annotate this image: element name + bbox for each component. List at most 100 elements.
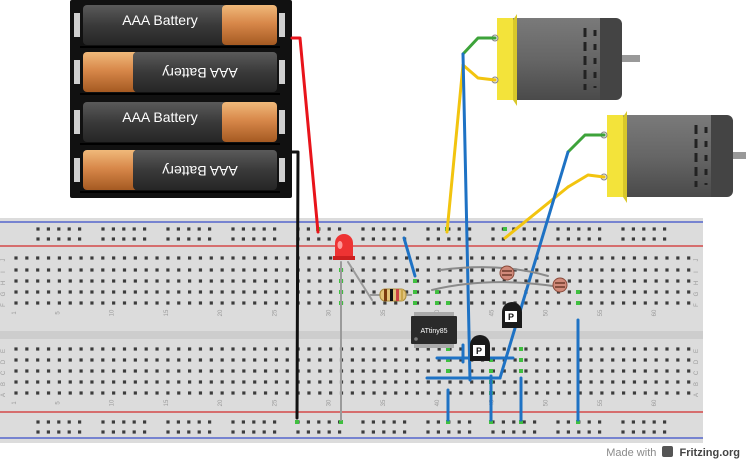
column-number: 45 <box>489 309 495 316</box>
grid-hole <box>329 301 333 305</box>
grid-hole <box>513 279 517 283</box>
rail-hole <box>122 237 126 241</box>
rail-hole <box>306 420 310 424</box>
wire-black-battery-negative[interactable] <box>290 150 300 420</box>
grid-hole <box>14 358 18 362</box>
footer-brand-link[interactable]: Fritzing.org <box>679 447 741 459</box>
grid-hole <box>57 268 61 272</box>
grid-hole <box>329 290 333 294</box>
wire-red-battery-positive[interactable] <box>290 36 320 234</box>
grid-hole <box>350 279 354 283</box>
grid-hole <box>188 279 192 283</box>
grid-hole <box>209 279 213 283</box>
grid-hole <box>133 380 137 384</box>
wire-blue-jumper-top[interactable] <box>402 236 417 278</box>
rail-hole <box>426 420 430 424</box>
rail-hole <box>382 227 386 231</box>
grid-hole <box>25 279 29 283</box>
resistor[interactable] <box>370 288 412 302</box>
wire-motor-1-blue[interactable] <box>461 52 472 382</box>
wire-motor-2-blue[interactable] <box>498 150 570 380</box>
grid-hole <box>524 380 528 384</box>
rail-hole <box>306 227 310 231</box>
grid-hole <box>372 358 376 362</box>
grid-hole <box>68 369 72 373</box>
connected-hole <box>446 301 450 305</box>
grid-hole <box>654 268 658 272</box>
grid-hole <box>361 268 365 272</box>
grid-hole <box>198 391 203 395</box>
rail-hole <box>642 237 646 241</box>
grid-hole <box>112 347 116 351</box>
grid-hole <box>415 268 420 272</box>
grid-hole <box>546 268 550 272</box>
grid-hole <box>600 380 604 384</box>
rail-hole <box>327 420 331 424</box>
rail-hole <box>457 237 461 241</box>
led[interactable] <box>333 234 355 260</box>
grid-hole <box>448 290 452 294</box>
transistor-1[interactable]: P <box>470 335 490 361</box>
attiny85-chip[interactable]: ATtiny85 <box>411 312 457 348</box>
rail-hole <box>132 430 136 434</box>
column-number: 15 <box>164 399 170 406</box>
rail-hole <box>436 227 440 231</box>
motor-1-endcap <box>600 18 622 100</box>
chip-pins-top <box>414 312 454 317</box>
wire-motor-1-yellow-lead[interactable] <box>461 63 497 82</box>
motor-2-body <box>619 115 727 197</box>
grid-hole <box>209 268 213 272</box>
grid-hole <box>198 279 203 283</box>
grid-hole <box>220 301 224 305</box>
grid-hole <box>632 369 637 373</box>
rail-hole <box>512 237 516 241</box>
grid-hole <box>231 256 235 260</box>
wire-grey-led-resistor[interactable] <box>347 261 373 301</box>
rail-hole <box>598 420 602 424</box>
grid-hole <box>177 347 181 351</box>
rail-hole <box>187 430 191 434</box>
grid-hole <box>68 256 72 260</box>
grid-hole <box>459 301 463 305</box>
wire-motor-2-yellow-lead[interactable] <box>566 173 606 189</box>
grid-hole <box>405 369 409 373</box>
rail-hole <box>241 430 245 434</box>
footer-made-with: Made with <box>606 447 657 459</box>
wire-motor-1-green[interactable] <box>461 36 497 56</box>
wire-motor-1-yellow[interactable] <box>445 63 465 234</box>
grid-hole <box>46 347 51 351</box>
rail-hole <box>491 237 495 241</box>
rail-hole <box>132 227 136 231</box>
connected-hole <box>435 301 439 305</box>
grid-hole <box>687 268 691 272</box>
rail-hole <box>587 420 591 424</box>
transistor-2[interactable]: P <box>502 302 522 328</box>
grid-hole <box>57 369 61 373</box>
grid-hole <box>459 391 463 395</box>
grid-hole <box>133 301 137 305</box>
grid-hole <box>502 380 506 384</box>
grid-hole <box>36 380 40 384</box>
grid-hole <box>654 369 658 373</box>
grid-hole <box>437 380 441 384</box>
grid-hole <box>535 301 539 305</box>
rail-hole <box>166 430 170 434</box>
wire-motor-2-yellow[interactable] <box>503 185 570 240</box>
photoresistor-1[interactable] <box>499 265 515 281</box>
grid-hole <box>622 358 626 362</box>
wire-grey-arc-2[interactable] <box>431 281 561 291</box>
connected-hole <box>446 420 450 424</box>
rail-hole <box>587 430 591 434</box>
grid-hole <box>665 347 669 351</box>
battery-cell-label: AAA Battery <box>162 65 237 81</box>
rail-hole <box>306 237 310 241</box>
grid-hole <box>361 347 365 351</box>
wire-motor-2-green[interactable] <box>566 133 606 154</box>
grid-hole <box>25 301 29 305</box>
rail-hole <box>197 420 201 424</box>
grid-hole <box>394 358 398 362</box>
photoresistor-2[interactable] <box>552 277 568 293</box>
wire-grey-arc-1[interactable] <box>439 266 549 277</box>
rail-hole <box>57 420 61 424</box>
grid-hole <box>155 358 159 362</box>
